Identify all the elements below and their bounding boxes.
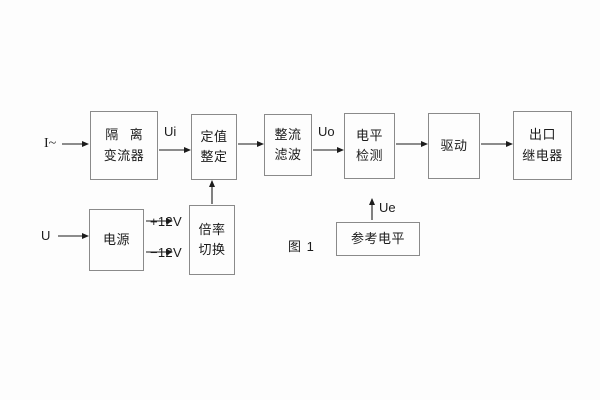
label-rail-negative: −12V bbox=[150, 245, 182, 260]
block-output-relay-line2: 继电器 bbox=[522, 147, 563, 163]
block-isolation-ct-line2: 变流器 bbox=[103, 147, 145, 163]
block-multiplier-switch[interactable]: 倍率 切换 bbox=[189, 205, 235, 275]
block-power-supply-line1: 电源 bbox=[102, 231, 130, 247]
block-setting-line1: 定值 bbox=[200, 128, 228, 144]
block-isolation-ct[interactable]: 隔 离 变流器 bbox=[90, 111, 158, 180]
block-driver-line1: 驱动 bbox=[440, 137, 468, 153]
block-rectifier-filter-line1: 整流 bbox=[274, 126, 302, 142]
block-rectifier-filter-line2: 滤波 bbox=[274, 147, 302, 162]
label-voltage-input: U bbox=[41, 228, 51, 243]
block-multiplier-switch-line2: 切换 bbox=[198, 242, 226, 257]
block-output-relay-line1: 出口 bbox=[528, 127, 556, 143]
block-power-supply[interactable]: 电源 bbox=[89, 209, 144, 271]
block-level-detect-line1: 电平 bbox=[355, 127, 383, 143]
block-reference-level[interactable]: 参考电平 bbox=[336, 222, 420, 256]
figure-caption: 图 1 bbox=[288, 239, 315, 254]
block-level-detect-line2: 检测 bbox=[355, 148, 383, 163]
label-current-input: I~ bbox=[44, 136, 57, 151]
label-uo: Uo bbox=[318, 124, 335, 139]
block-setting[interactable]: 定值 整定 bbox=[191, 114, 237, 180]
block-multiplier-switch-line1: 倍率 bbox=[198, 221, 226, 237]
block-rectifier-filter[interactable]: 整流 滤波 bbox=[264, 114, 312, 176]
block-setting-line2: 整定 bbox=[200, 149, 228, 164]
block-isolation-ct-line1: 隔 离 bbox=[105, 127, 147, 143]
block-level-detect[interactable]: 电平 检测 bbox=[344, 113, 395, 179]
label-rail-positive: +12V bbox=[150, 214, 182, 229]
block-driver[interactable]: 驱动 bbox=[428, 113, 480, 179]
block-reference-level-line1: 参考电平 bbox=[350, 230, 405, 246]
block-output-relay[interactable]: 出口 继电器 bbox=[513, 111, 572, 180]
label-ue: Ue bbox=[379, 200, 396, 215]
label-ui: Ui bbox=[164, 124, 177, 139]
